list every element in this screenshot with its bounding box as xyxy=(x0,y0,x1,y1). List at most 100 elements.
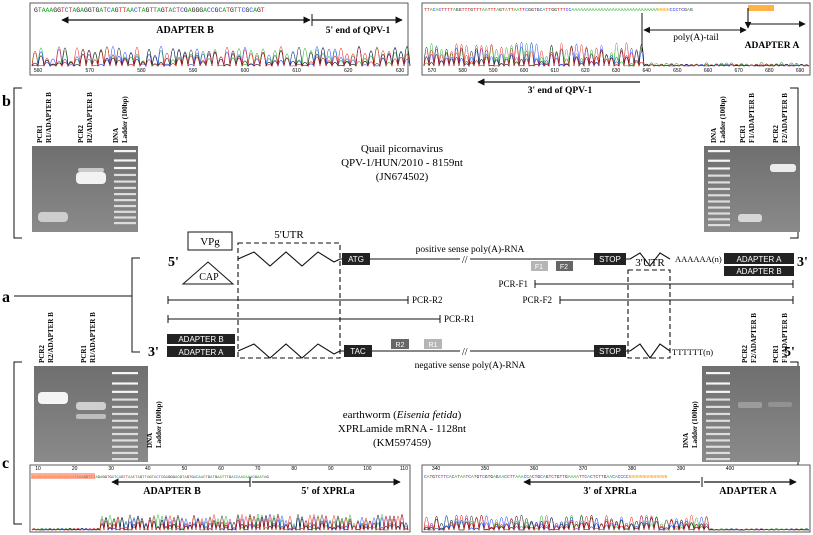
adapter-b-box-label: ADAPTER B xyxy=(736,267,781,276)
base-letter: A xyxy=(201,476,204,480)
base-letter: C xyxy=(242,7,246,14)
ladder-band xyxy=(112,412,138,416)
base-letter: C xyxy=(618,474,621,480)
base-letter: T xyxy=(119,7,123,14)
ladder-band xyxy=(114,204,136,208)
base-letter: A xyxy=(130,476,133,480)
base-letter: G xyxy=(145,7,149,14)
gel-band xyxy=(38,212,68,222)
base-letter: A xyxy=(248,476,251,480)
base-letter: G xyxy=(257,7,261,14)
base-letter: N xyxy=(658,7,661,13)
base-letter: A xyxy=(571,7,574,13)
tick-label: 110 xyxy=(400,466,408,472)
sequence-letters: GTAAAGGTCTAGAGGTGATCAGTTAACTAGTTAGTACTCG… xyxy=(34,7,265,14)
negative-3-prime: 3' xyxy=(148,345,159,360)
base-letter: T xyxy=(447,7,450,13)
tick-label: 690 xyxy=(796,68,805,74)
base-letter: T xyxy=(142,476,145,480)
base-letter: T xyxy=(508,7,511,13)
base-letter: T xyxy=(165,7,169,14)
base-letter: A xyxy=(612,7,615,13)
base-letter: T xyxy=(535,474,538,480)
ladder-band xyxy=(706,439,730,442)
base-letter: A xyxy=(198,476,201,480)
stop-neg-label: STOP xyxy=(599,347,621,356)
base-letter: G xyxy=(173,476,176,480)
base-letter: C xyxy=(612,474,615,480)
utr3-label: 3'UTR xyxy=(635,257,665,269)
base-letter: T xyxy=(560,474,563,480)
base-letter: A xyxy=(137,476,140,480)
base-letter: A xyxy=(250,476,253,480)
base-letter: T xyxy=(548,474,551,480)
tick-label: 610 xyxy=(292,68,301,74)
base-letter: T xyxy=(479,474,482,480)
adapter-b-box-neg xyxy=(167,334,235,344)
base-letter: C xyxy=(670,7,673,13)
negative-5-prime: 5' xyxy=(784,345,795,360)
base-letter: T xyxy=(123,476,126,480)
base-letter: A xyxy=(154,476,157,480)
adapter-b-box xyxy=(724,266,794,276)
base-letter: C xyxy=(524,474,527,480)
base-letter: A xyxy=(80,7,84,14)
tac-label: TAC xyxy=(350,347,366,356)
base-letter: T xyxy=(176,7,180,14)
base-letter: T xyxy=(444,7,447,13)
base-letter: G xyxy=(499,7,502,13)
base-letter: A xyxy=(606,7,609,13)
base-letter: A xyxy=(493,474,496,480)
ladder-band xyxy=(114,166,136,170)
base-letter: G xyxy=(255,476,258,480)
dna-ladder xyxy=(114,150,136,225)
chromatogram-trace xyxy=(31,513,409,532)
base-letter: C xyxy=(180,7,184,14)
f1-label: F1 xyxy=(535,264,543,271)
chromatogram-peaks xyxy=(423,42,810,68)
base-letter: T xyxy=(135,476,138,480)
positive-sense-label: positive sense poly(A)-RNA xyxy=(416,244,525,255)
ladder-band xyxy=(112,419,138,422)
tick-label: 590 xyxy=(489,68,498,74)
stop-box-positive xyxy=(594,253,626,265)
base-letter: T xyxy=(145,476,148,480)
ladder-band xyxy=(706,445,730,448)
base-letter: T xyxy=(457,474,460,480)
base-letter: C xyxy=(438,474,441,480)
base-letter: C xyxy=(590,474,593,480)
pcr-r1-label: PCR-R1 xyxy=(444,314,475,324)
base-letter: A xyxy=(166,476,169,480)
base-letter: C xyxy=(681,7,684,13)
base-letter: G xyxy=(109,476,112,480)
ladder-band xyxy=(708,200,730,203)
base-letter: N xyxy=(656,474,659,480)
base-letter: A xyxy=(517,7,520,13)
base-letter: G xyxy=(485,474,488,480)
base-letter: G xyxy=(456,7,459,13)
base-letter: N xyxy=(664,7,667,13)
ladder-band xyxy=(708,212,730,215)
base-letter: T xyxy=(159,476,162,480)
tick-label: 610 xyxy=(550,68,559,74)
ladder-band xyxy=(112,398,138,401)
chromatogram-trace xyxy=(31,46,411,68)
base-letter: C xyxy=(525,7,528,13)
earthworm-title: earthworm (Eisenia fetida) XPRLamide mRN… xyxy=(338,409,466,449)
base-letter: A xyxy=(436,7,439,13)
base-letter: C xyxy=(177,476,180,480)
base-letter: C xyxy=(532,474,535,480)
panel-label-a: a xyxy=(2,289,10,306)
base-letter: T xyxy=(493,7,496,13)
tick-label: 580 xyxy=(137,68,146,74)
base-letter: C xyxy=(540,474,543,480)
base-letter: G xyxy=(102,476,105,480)
base-letter: A xyxy=(210,476,213,480)
tick-label: 380 xyxy=(628,466,637,472)
ladder-band xyxy=(706,426,730,429)
base-letter: A xyxy=(485,7,488,13)
ladder-band xyxy=(706,398,730,401)
adapter-a-neg-label: ADAPTER A xyxy=(179,348,225,357)
